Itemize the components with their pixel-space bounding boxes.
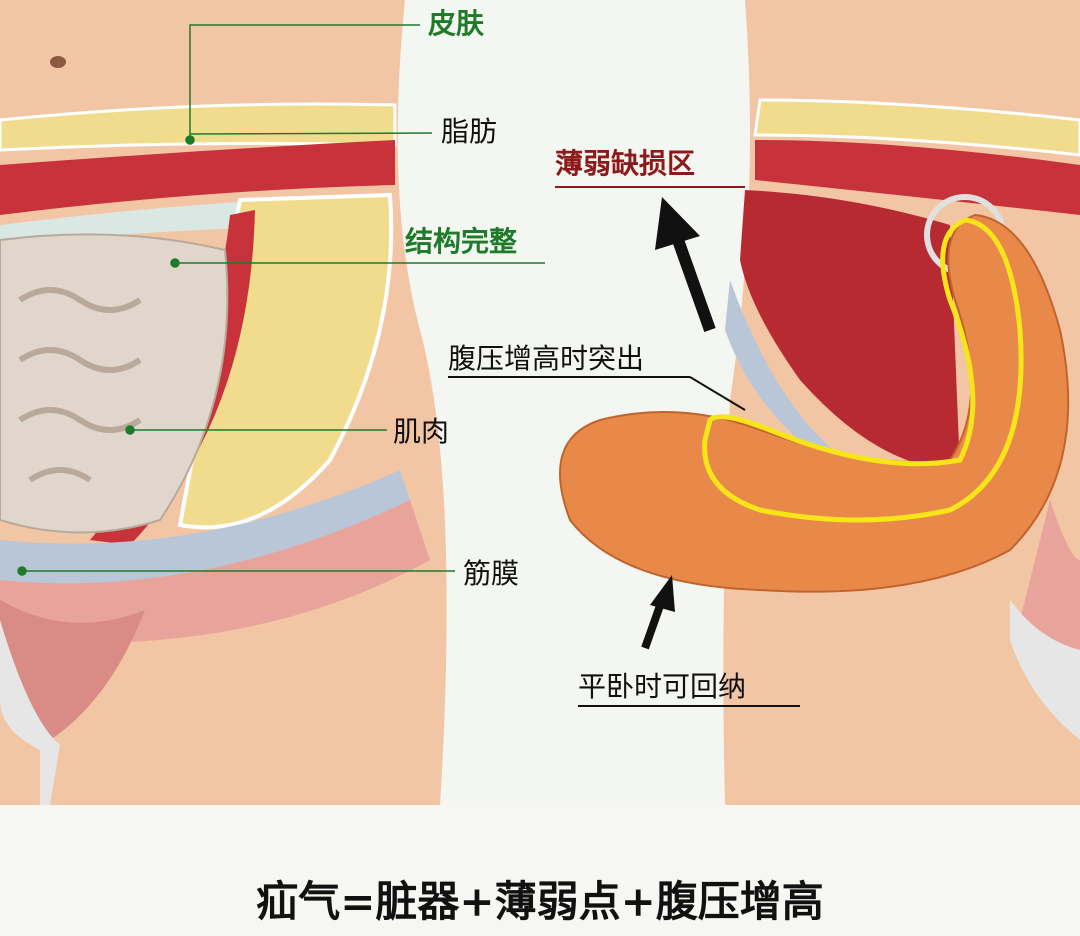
caption-band — [0, 805, 1080, 936]
arrows — [641, 197, 716, 650]
navel — [50, 56, 66, 68]
up-arrow-small — [641, 598, 666, 650]
intestines — [0, 233, 229, 534]
hernia-bowel — [559, 213, 1070, 593]
caption: 疝气=脏器+薄弱点+腹压增高 — [256, 877, 824, 926]
up-arrow-large — [672, 237, 716, 333]
label-skin: 皮肤 — [428, 7, 485, 40]
label-weak-defect-area: 薄弱缺损区 — [555, 147, 696, 180]
label-protrudes: 腹压增高时突出 — [448, 342, 645, 375]
label-fat: 脂肪 — [441, 115, 498, 148]
right-abdomen-hernia — [723, 0, 1080, 805]
label-muscle: 肌肉 — [393, 415, 450, 448]
hernia-outline — [702, 217, 1024, 523]
leader-lines — [17, 24, 545, 576]
muscle-layer — [0, 140, 395, 215]
label-reducible: 平卧时可回纳 — [578, 670, 747, 703]
muscle-fibers — [740, 190, 960, 470]
label-fascia: 筋膜 — [463, 557, 520, 590]
left-abdomen-crosssection — [0, 0, 447, 805]
label-intact-structure: 结构完整 — [405, 225, 518, 258]
